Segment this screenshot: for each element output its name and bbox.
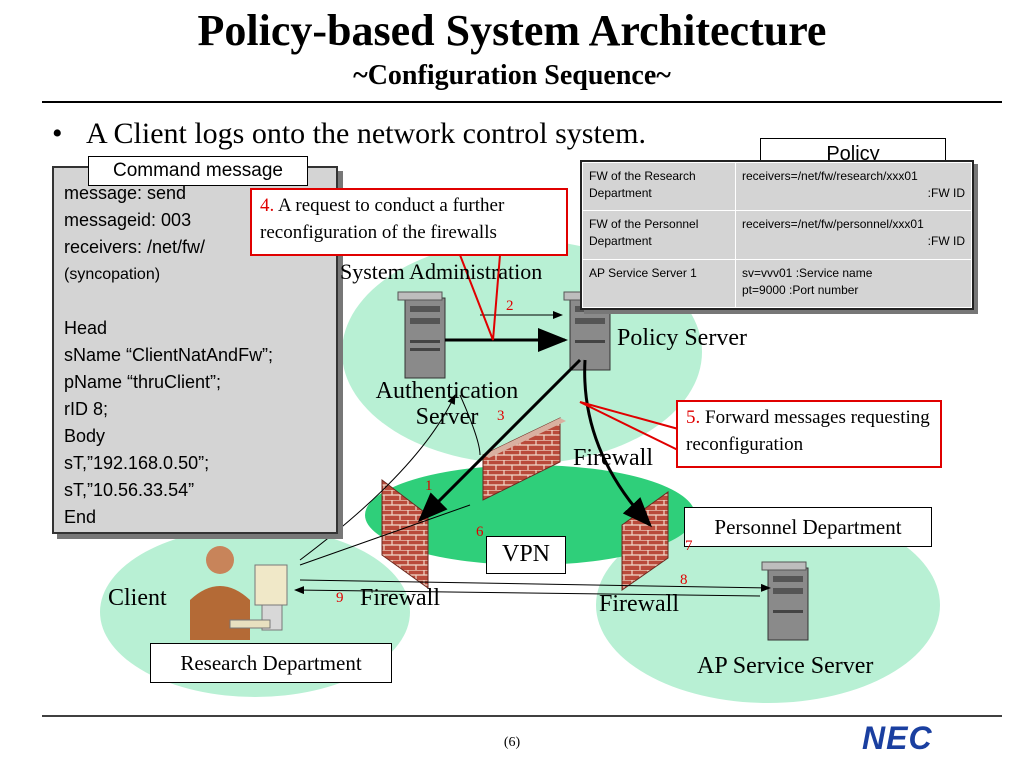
bullet-text: A Client logs onto the network control s… xyxy=(86,117,646,150)
callout-4-pointer xyxy=(459,254,501,341)
page-title: Policy-based System Architecture xyxy=(197,6,827,55)
firewall-center-icon xyxy=(482,417,566,501)
callout-4: 4. A request to conduct a further reconf… xyxy=(250,188,568,256)
policy-row: FW of the Research Department receivers=… xyxy=(582,161,972,212)
page-number: (6) xyxy=(503,735,521,750)
step-number-2: 2 xyxy=(506,298,514,314)
top-divider xyxy=(42,101,1002,103)
cmd-line: sT,”10.56.33.54” xyxy=(64,480,195,500)
policy-value: sv=vvv01 :Service name xyxy=(742,265,873,280)
cmd-line: message: send xyxy=(64,183,187,203)
cmd-line: messageid: 003 xyxy=(64,210,192,230)
callout-5-number: 5. xyxy=(686,407,701,428)
flow-step-3 xyxy=(459,394,481,456)
step-number-8: 8 xyxy=(680,572,688,588)
authentication-server-icon xyxy=(397,291,446,379)
callout-5-pointer xyxy=(579,401,683,453)
policy-row: AP Service Server 1 sv=vvv01 :Service na… xyxy=(582,258,972,309)
callout-4-text: A request to conduct a further reconfigu… xyxy=(260,195,505,243)
system-admin-label: System Administration xyxy=(340,259,543,284)
firewall-right-label: Firewall xyxy=(599,591,679,617)
flow-to-left-firewall xyxy=(417,358,582,523)
cmd-line: sName “ClientNatAndFw”; xyxy=(64,345,274,365)
policy-server-label: Policy Server xyxy=(617,325,747,351)
policy-server-icon xyxy=(563,291,611,371)
callout-5: 5. Forward messages requesting reconfigu… xyxy=(676,400,942,468)
cmd-line: End xyxy=(64,507,97,527)
cmd-line-blank xyxy=(64,288,336,315)
auth-server-line2: Server xyxy=(415,404,479,430)
cmd-line: receivers: /net/fw/ xyxy=(64,237,206,257)
step-number-1: 1 xyxy=(425,478,433,494)
command-message-label: Command message xyxy=(88,156,308,186)
cmd-line: pName “thruClient”; xyxy=(64,372,222,392)
flow-client-to-vpn xyxy=(299,504,471,566)
firewall-center-label: Firewall xyxy=(573,445,653,471)
step-number-9: 9 xyxy=(336,590,344,606)
policy-value-cell: sv=vvv01 :Service name pt=9000 :Port num… xyxy=(735,258,972,309)
flow-to-right-firewall xyxy=(583,359,653,528)
policy-row: FW of the Personnel Department receivers… xyxy=(582,210,972,260)
page-subtitle: ~Configuration Sequence~ xyxy=(353,60,671,91)
callout-4-number: 4. xyxy=(260,195,275,216)
policy-target: FW of the Personnel Department xyxy=(582,210,736,260)
flow-step-9 xyxy=(294,586,761,597)
research-department-label: Research Department xyxy=(150,643,392,683)
cmd-line: sT,”192.168.0.50”; xyxy=(64,453,210,473)
nec-logo-text: NEC xyxy=(862,722,933,754)
policy-value-cell: receivers=/net/fw/research/xxx01 :FW ID xyxy=(735,161,972,212)
vpn-ellipse xyxy=(365,465,695,565)
policy-value: receivers=/net/fw/personnel/xxx01 xyxy=(742,217,924,232)
nec-logo: NEC xyxy=(862,722,933,754)
bullet-symbol: • xyxy=(52,117,63,150)
client-label: Client xyxy=(108,585,167,611)
step-number-6: 6 xyxy=(476,524,484,540)
firewall-right-icon xyxy=(621,491,669,591)
callout-5-text: Forward messages requesting reconfigurat… xyxy=(686,407,930,455)
cmd-line: Head xyxy=(64,318,108,338)
policy-table: FW of the Research Department receivers=… xyxy=(580,160,974,310)
flow-step-6-8 xyxy=(299,579,771,592)
auth-server-line1: Authentication xyxy=(375,378,519,404)
policy-value-note: pt=9000 :Port number xyxy=(742,282,859,297)
ap-service-server-icon xyxy=(761,561,809,641)
cmd-line: (syncopation) xyxy=(64,266,161,283)
bullet-point: • A Client logs onto the network control … xyxy=(52,116,646,152)
policy-value-note: :FW ID xyxy=(927,234,965,249)
flow-step-1 xyxy=(299,394,456,561)
vpn-label: VPN xyxy=(486,536,566,574)
personnel-department-label: Personnel Department xyxy=(684,507,932,547)
authentication-server-label: Authentication Server xyxy=(362,378,532,430)
firewall-left-icon xyxy=(381,478,429,589)
policy-value: receivers=/net/fw/research/xxx01 xyxy=(742,169,918,183)
step-number-7: 7 xyxy=(685,538,693,554)
policy-value-cell: receivers=/net/fw/personnel/xxx01 :FW ID xyxy=(735,210,972,260)
cmd-line: Body xyxy=(64,426,106,446)
policy-target: FW of the Research Department xyxy=(582,161,736,212)
policy-target: AP Service Server 1 xyxy=(582,258,736,309)
step-number-3: 3 xyxy=(497,408,505,424)
policy-value-note: :FW ID xyxy=(927,186,965,200)
cmd-line: rID 8; xyxy=(64,399,109,419)
ap-service-server-label: AP Service Server xyxy=(697,653,874,679)
firewall-left-label: Firewall xyxy=(360,585,440,611)
client-person-icon xyxy=(190,546,288,640)
